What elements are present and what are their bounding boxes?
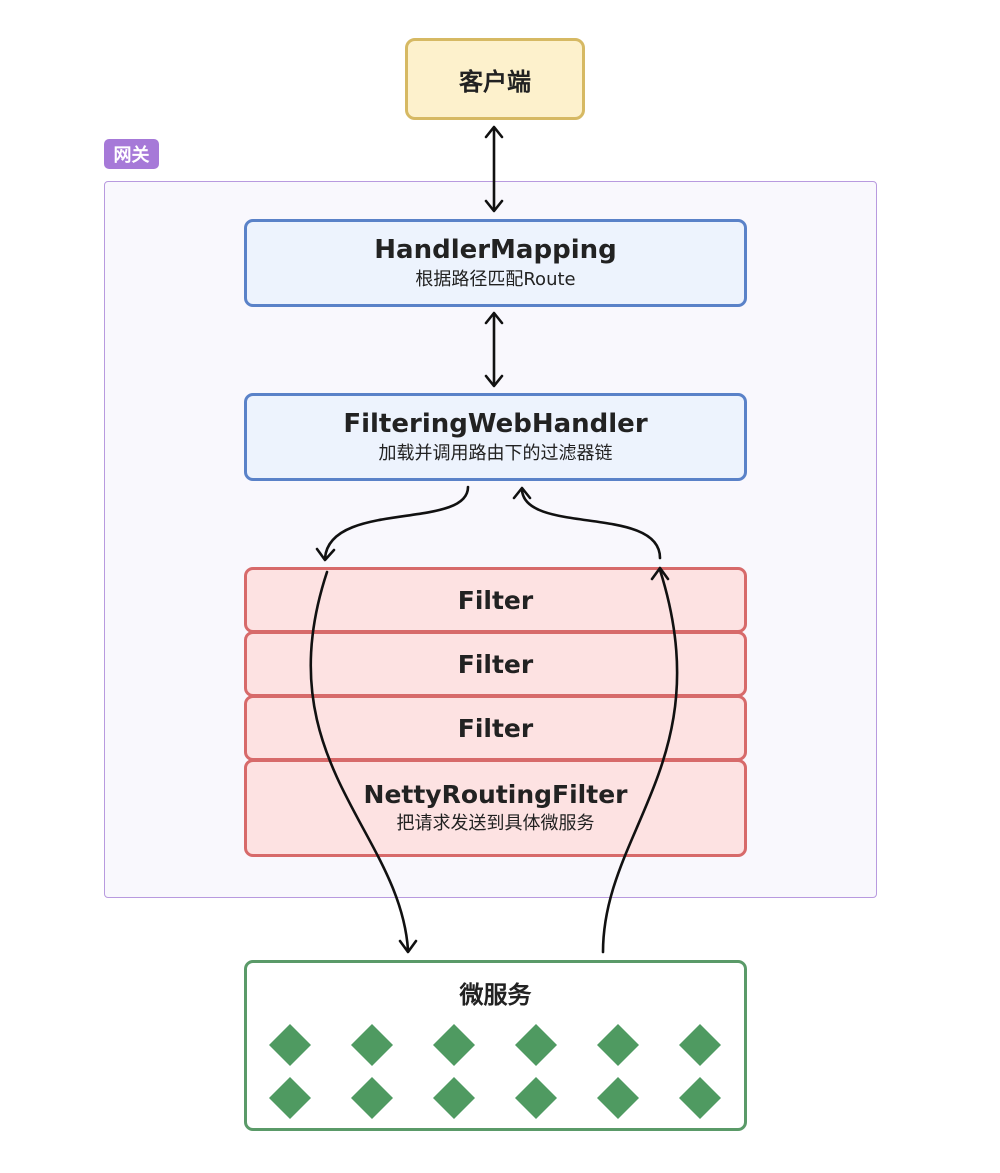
arrow-handler-to-filters (323, 485, 470, 560)
microservice-instance-icon (351, 1077, 393, 1119)
gateway-tag: 网关 (104, 139, 159, 169)
microservice-instance-icon (269, 1077, 311, 1119)
microservice-instance-icon (679, 1024, 721, 1066)
client-node: 客户端 (405, 38, 585, 120)
netty-routing-filter-subtitle: 把请求发送到具体微服务 (396, 813, 595, 835)
arrowhead-up-client (484, 125, 504, 139)
microservices-node: 微服务 (244, 960, 747, 1131)
arrow-response-from-microservice (601, 568, 679, 954)
filter-label: Filter (457, 585, 534, 615)
microservice-instance-icon (679, 1077, 721, 1119)
netty-routing-filter-title: NettyRoutingFilter (363, 780, 628, 810)
filter-node-2: Filter (244, 631, 747, 697)
arrowhead-into-microservice (398, 939, 418, 954)
microservice-instance-icon (351, 1024, 393, 1066)
microservice-instance-icon (515, 1077, 557, 1119)
filtering-web-handler-node: FilteringWebHandler 加载并调用路由下的过滤器链 (244, 393, 747, 481)
microservice-instance-icon (597, 1024, 639, 1066)
arrowhead-into-filters (315, 547, 336, 562)
microservices-label: 微服务 (459, 981, 532, 1009)
microservice-instance-icon (597, 1077, 639, 1119)
filter-label: Filter (457, 649, 534, 679)
handler-mapping-subtitle: 根据路径匹配Route (415, 268, 576, 290)
handler-mapping-node: HandlerMapping 根据路径匹配Route (244, 219, 747, 307)
filter-label: Filter (457, 713, 534, 743)
arrowhead-down-filteringwebhandler (484, 374, 504, 388)
arrowhead-into-filter-chain (650, 566, 670, 581)
filtering-web-handler-title: FilteringWebHandler (343, 408, 648, 439)
microservice-instance-icon (515, 1024, 557, 1066)
handler-mapping-title: HandlerMapping (374, 234, 617, 265)
filtering-web-handler-subtitle: 加载并调用路由下的过滤器链 (378, 442, 613, 464)
gateway-tag-label: 网关 (113, 145, 150, 166)
filter-node-3: Filter (244, 695, 747, 761)
arrowhead-up-handlermapping (484, 311, 504, 325)
arrowhead-down-handlermapping (484, 199, 504, 213)
arrow-request-to-microservice (309, 570, 410, 952)
arrowhead-into-handler (512, 486, 532, 500)
microservice-instance-icon (269, 1024, 311, 1066)
arrow-filters-to-handler (520, 488, 662, 560)
client-label: 客户端 (459, 67, 531, 96)
microservice-instance-icon (433, 1024, 475, 1066)
microservice-instance-icon (433, 1077, 475, 1119)
netty-routing-filter-node: NettyRoutingFilter 把请求发送到具体微服务 (244, 759, 747, 857)
